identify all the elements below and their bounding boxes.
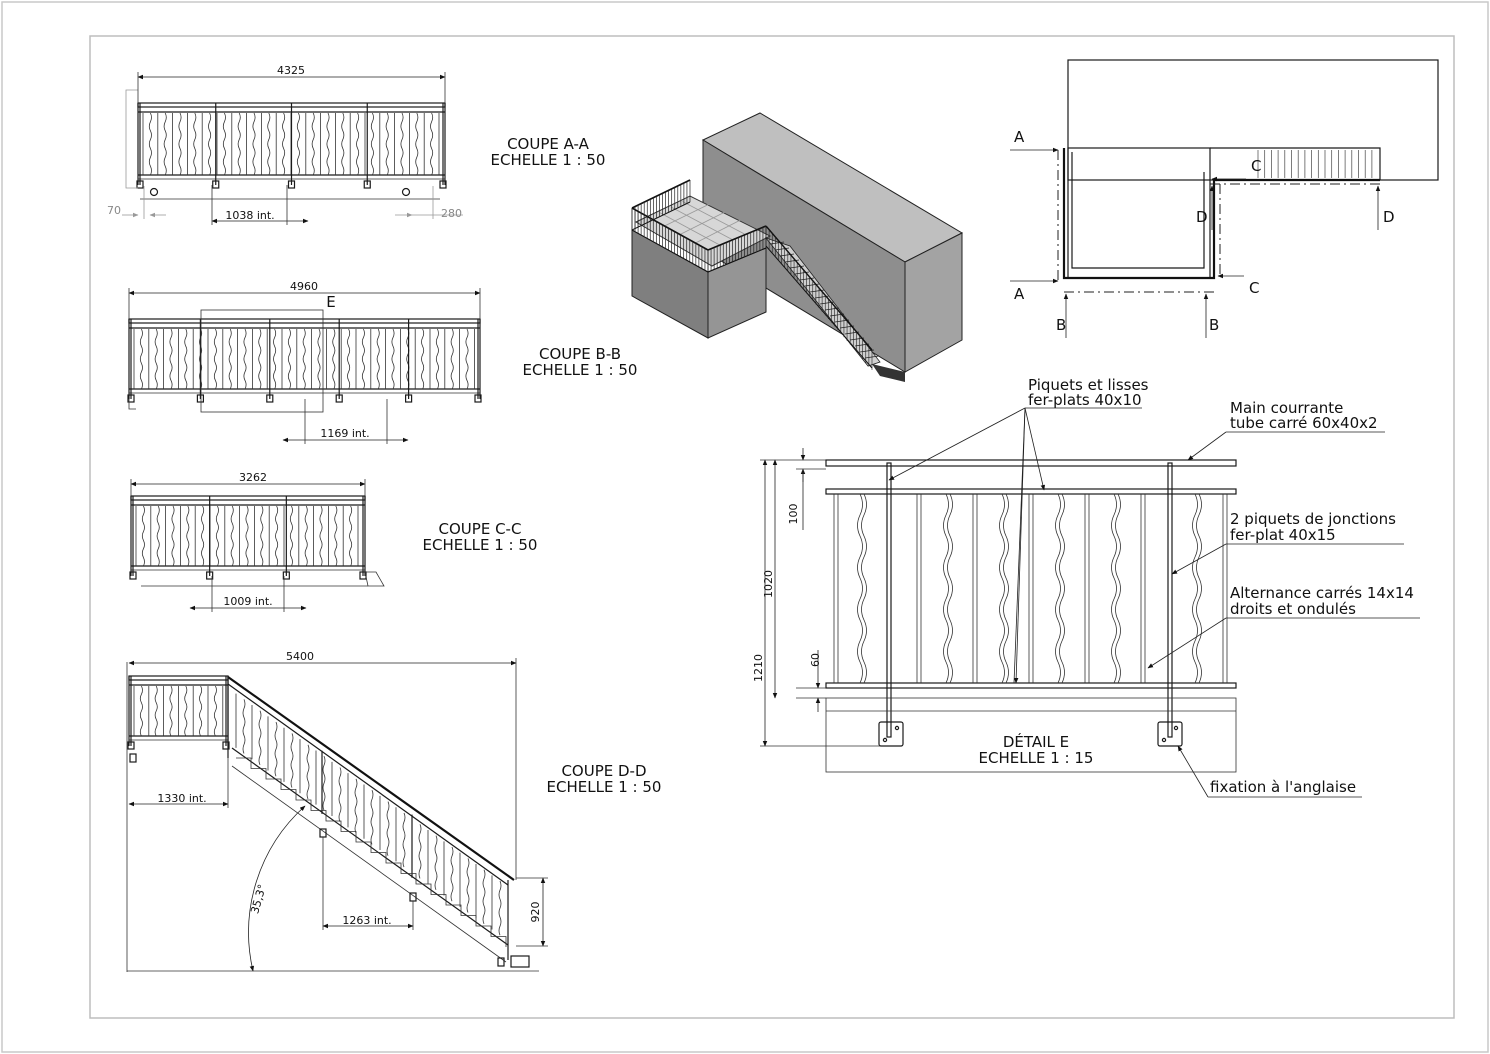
- railing-dd-flat: [127, 675, 230, 750]
- view-coupe-bb: 4960 E 1169 int. COUPE B-B ECHELLE 1 : 5…: [127, 280, 638, 444]
- cc-overall-dim: 3262: [239, 471, 267, 484]
- dd-flat-interval: 1330 int.: [157, 792, 206, 805]
- plan-label-d-left: D: [1196, 208, 1208, 226]
- callout-main-2: tube carré 60x40x2: [1230, 414, 1378, 432]
- bb-scale: ECHELLE 1 : 50: [523, 361, 638, 379]
- plan-label-a-bottom: A: [1014, 285, 1025, 303]
- detail-scale: ECHELLE 1 : 15: [979, 749, 1094, 767]
- bb-interval-dim: 1169 int.: [320, 427, 369, 440]
- bb-title: COUPE B-B: [539, 345, 621, 363]
- railing-cc: [129, 495, 367, 580]
- callout-jonction-2: fer-plat 40x15: [1230, 526, 1336, 544]
- dd-sloped-balusters: [235, 693, 502, 936]
- dd-scale: ECHELLE 1 : 50: [547, 778, 662, 796]
- detail-e-view: 100 1020 60 1210 Piquets et lisses fer-p…: [752, 376, 1420, 798]
- aa-interval-dim: 1038 int.: [225, 209, 274, 222]
- view-coupe-dd: 5400 1330 int. 1263 int. 35,3° 920 COUPE…: [126, 650, 662, 972]
- detail-dim-total: 1210: [752, 654, 765, 682]
- dd-height-dim: 920: [529, 902, 542, 923]
- view-coupe-cc: 3262 1009 int. COUPE C-C ECHELLE 1 : 50: [129, 471, 538, 612]
- view-coupe-aa: 4325 1038 int. 70 280 COUPE A-A ECHELLE …: [107, 64, 605, 225]
- cc-scale: ECHELLE 1 : 50: [423, 536, 538, 554]
- deck-railing: [631, 179, 767, 273]
- isometric-view: [631, 112, 964, 382]
- plan-label-c-bottom: C: [1249, 279, 1259, 297]
- plan-label-c-top: C: [1251, 157, 1261, 175]
- aa-overall-dim: 4325: [277, 64, 305, 77]
- plan-stair: [1257, 150, 1373, 178]
- deck-tiles: [659, 201, 745, 247]
- dd-title: COUPE D-D: [561, 762, 646, 780]
- callout-fixation: fixation à l'anglaise: [1210, 778, 1356, 796]
- inner-border: [89, 35, 1455, 1019]
- aa-left-offset: 70: [107, 204, 121, 217]
- detail-e-frame: [200, 309, 324, 413]
- callout-alter-1: Alternance carrés 14x14: [1230, 584, 1414, 602]
- dd-stair-steps: [231, 757, 507, 963]
- plan-view: A A B B C C D D: [1010, 59, 1439, 338]
- detail-dim-mid: 1020: [762, 570, 775, 598]
- plan-label-b-right: B: [1209, 316, 1219, 334]
- aa-right-offset: 280: [441, 207, 462, 220]
- iso-stair: [764, 225, 881, 370]
- dd-angle: 35,3°: [248, 883, 269, 915]
- bb-overall-dim: 4960: [290, 280, 318, 293]
- dd-overall-dim: 5400: [286, 650, 314, 663]
- dd-slope-interval: 1263 int.: [342, 914, 391, 927]
- detail-title: DÉTAIL E: [1003, 732, 1069, 751]
- aa-scale: ECHELLE 1 : 50: [491, 151, 606, 169]
- callout-piquets-1: Piquets et lisses: [1028, 376, 1149, 394]
- callout-main-1: Main courrante: [1230, 399, 1343, 417]
- railing-bb: [127, 318, 482, 403]
- detail-dim-low: 60: [809, 653, 822, 667]
- callout-jonction-1: 2 piquets de jonctions: [1230, 510, 1396, 528]
- callout-alter-2: droits et ondulés: [1230, 600, 1356, 618]
- railing-aa: [136, 102, 447, 189]
- bb-detail-marker: E: [326, 293, 335, 311]
- plan-label-a-top: A: [1014, 128, 1025, 146]
- plan-label-d-right: D: [1383, 208, 1395, 226]
- detail-dim-top: 100: [787, 504, 800, 525]
- plan-label-b-left: B: [1056, 316, 1066, 334]
- callout-piquets-2: fer-plats 40x10: [1028, 391, 1142, 409]
- detail-balusters: [833, 493, 1228, 684]
- cc-interval-dim: 1009 int.: [223, 595, 272, 608]
- cc-title: COUPE C-C: [439, 520, 522, 538]
- aa-title: COUPE A-A: [507, 135, 590, 153]
